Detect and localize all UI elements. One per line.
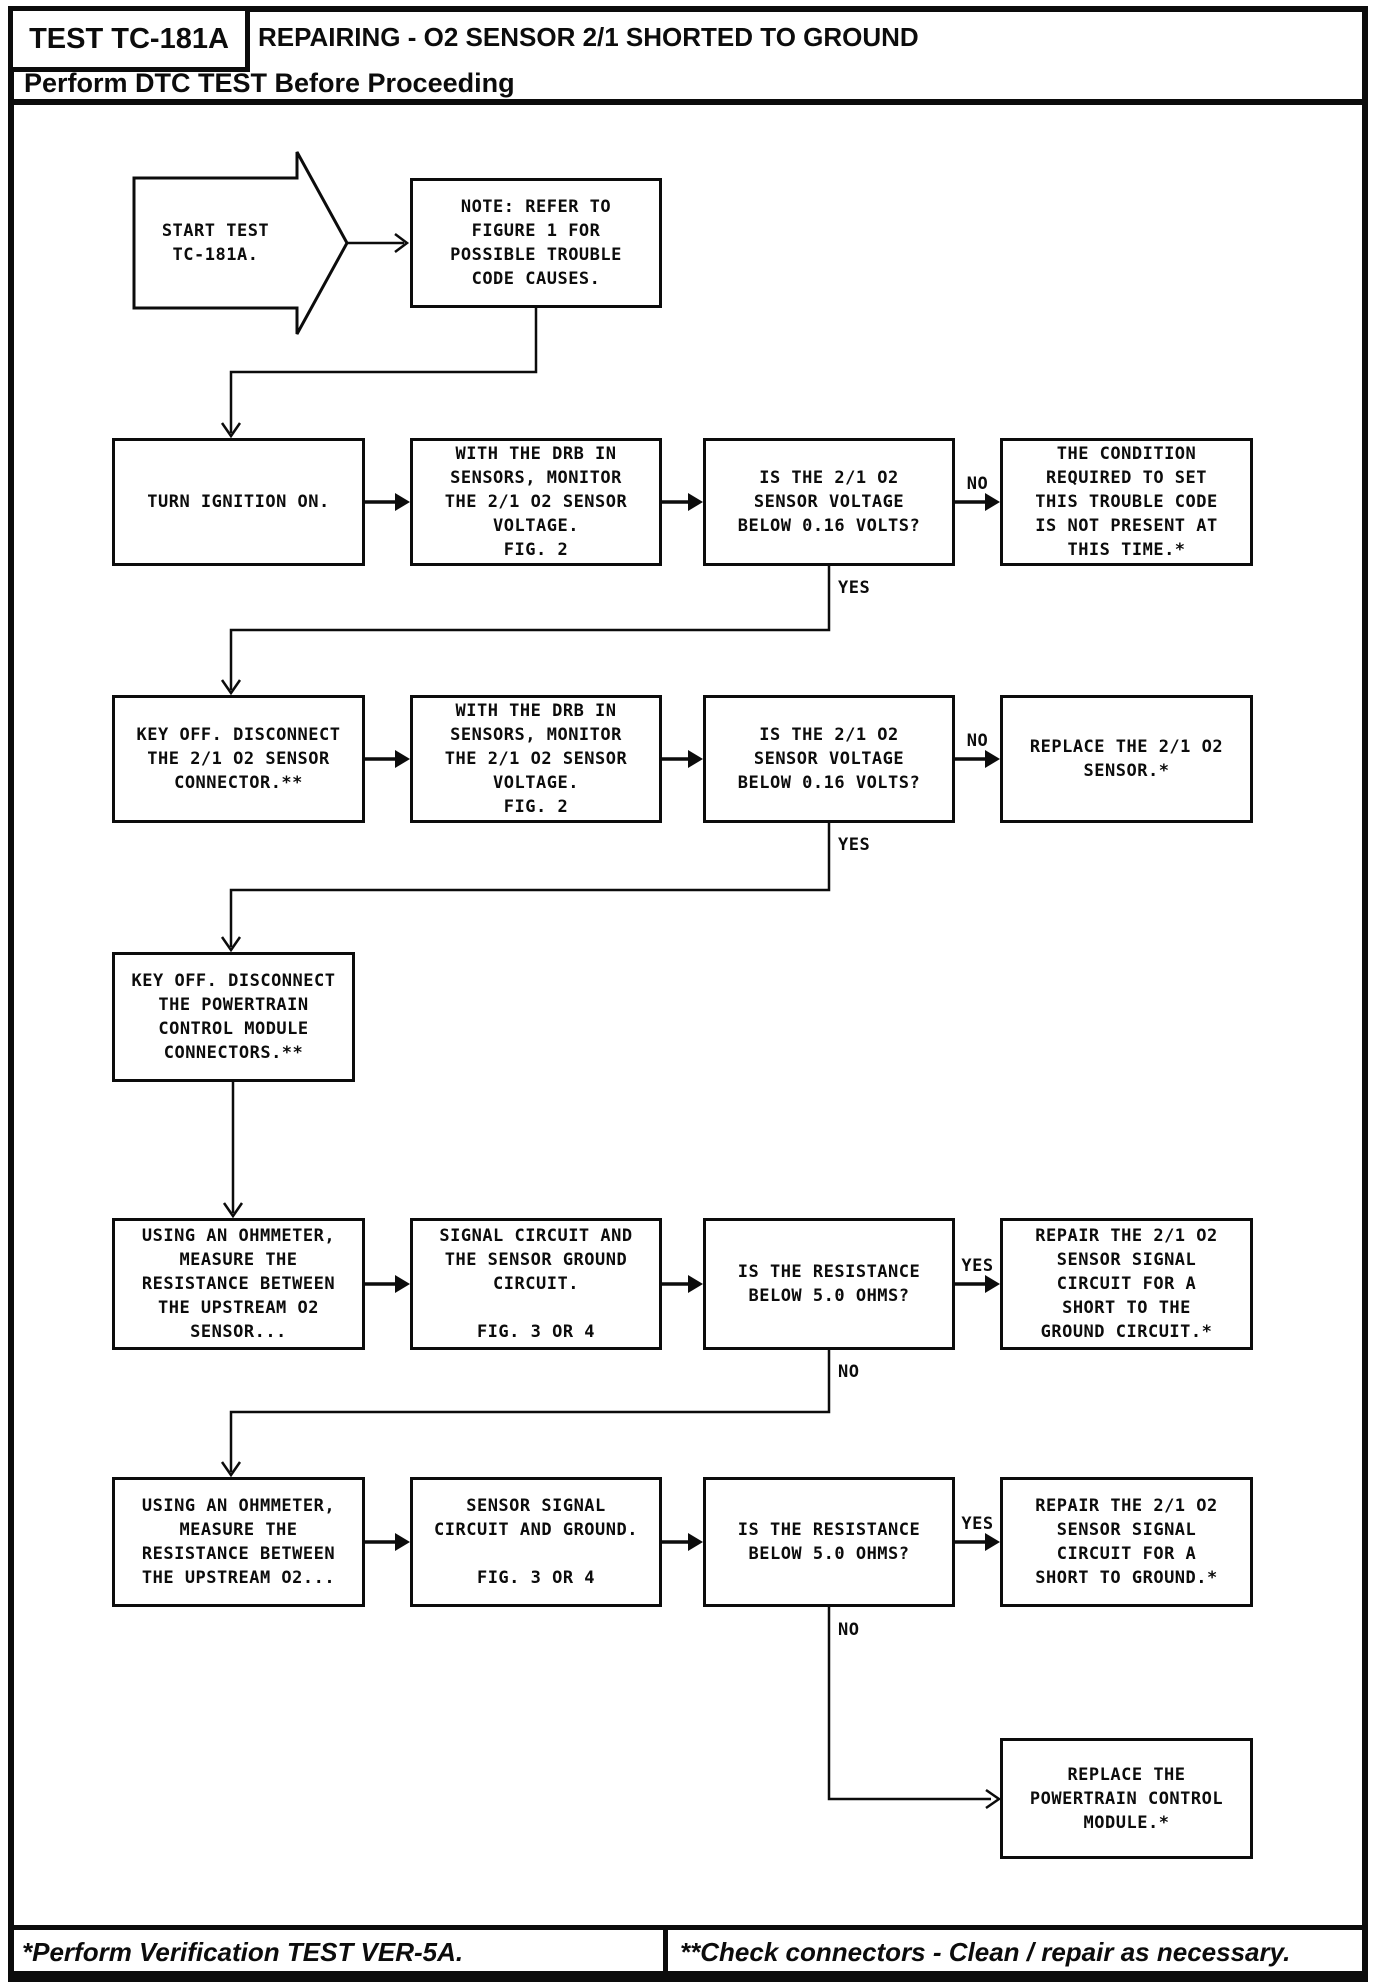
row3-no-label: NO <box>966 731 989 751</box>
voltage-decision-text-1: IS THE 2/1 O2 SENSOR VOLTAGE BELOW 0.16 … <box>737 468 921 536</box>
row3-yes-label: YES <box>838 835 871 855</box>
arrowhead-row3-yes-to-row4 <box>220 936 242 953</box>
condition-not-present-text: THE CONDITION REQUIRED TO SET THIS TROUB… <box>1035 444 1218 560</box>
arrowhead-row6-no-to-final <box>985 1788 1002 1810</box>
row2-yes-label: YES <box>838 578 871 598</box>
note-prefix: NOTE: <box>460 197 515 217</box>
disconnect-sensor-text: KEY OFF. DISCONNECT THE 2/1 O2 SENSOR CO… <box>136 725 341 793</box>
ohmmeter-box-1: USING AN OHMMETER, MEASURE THE RESISTANC… <box>112 1218 365 1350</box>
signal-circuit-ground-text: SENSOR SIGNAL CIRCUIT AND GROUND. FIG. 3… <box>434 1496 638 1588</box>
ohmmeter-text-1: USING AN OHMMETER, MEASURE THE RESISTANC… <box>141 1226 336 1342</box>
connector-row6-no-to-final <box>827 1607 991 1801</box>
monitor-voltage-text-2: WITH THE DRB IN SENSORS, MONITOR THE 2/1… <box>444 701 628 817</box>
row5-no-label: NO <box>838 1362 860 1382</box>
condition-not-present-box: THE CONDITION REQUIRED TO SET THIS TROUB… <box>1000 438 1253 566</box>
arrowhead-row5-step1-step2 <box>395 1275 410 1293</box>
resistance-decision-box-2: IS THE RESISTANCE BELOW 5.0 OHMS? <box>703 1477 955 1607</box>
footer-verification-note: *Perform Verification TEST VER-5A. <box>22 1937 464 1967</box>
arrowhead-row3-no-branch <box>985 750 1000 768</box>
arrowhead-row5-step2-decision <box>688 1275 703 1293</box>
connector-row5-no-to-row6 <box>229 1350 831 1472</box>
replace-sensor-box: REPLACE THE 2/1 O2 SENSOR.* <box>1000 695 1253 823</box>
note-box: NOTE: REFER TO FIGURE 1 FOR POSSIBLE TRO… <box>410 178 662 308</box>
replace-pcm-box: REPLACE THE POWERTRAIN CONTROL MODULE.* <box>1000 1738 1253 1859</box>
page-title: REPAIRING - O2 SENSOR 2/1 SHORTED TO GRO… <box>258 22 919 52</box>
replace-sensor-text: REPLACE THE 2/1 O2 SENSOR.* <box>1029 737 1224 781</box>
monitor-voltage-box-1: WITH THE DRB IN SENSORS, MONITOR THE 2/1… <box>410 438 662 566</box>
note-box-text: NOTE: REFER TO FIGURE 1 FOR POSSIBLE TRO… <box>450 195 622 291</box>
signal-circuit-ground-box: SENSOR SIGNAL CIRCUIT AND GROUND. FIG. 3… <box>410 1477 662 1607</box>
monitor-voltage-text-1: WITH THE DRB IN SENSORS, MONITOR THE 2/1… <box>444 444 628 560</box>
repair-short-ground-text: REPAIR THE 2/1 O2 SENSOR SIGNAL CIRCUIT … <box>1035 1496 1218 1588</box>
arrowhead-row2-yes-to-row3 <box>220 679 242 696</box>
arrowhead-row3-step2-decision <box>688 750 703 768</box>
resistance-decision-text-1: IS THE RESISTANCE BELOW 5.0 OHMS? <box>737 1262 921 1306</box>
ohmmeter-text-2: USING AN OHMMETER, MEASURE THE RESISTANC… <box>141 1496 336 1588</box>
resistance-decision-box-1: IS THE RESISTANCE BELOW 5.0 OHMS? <box>703 1218 955 1350</box>
arrowhead-row5-no-to-row6 <box>220 1461 242 1478</box>
disconnect-pcm-text: KEY OFF. DISCONNECT THE POWERTRAIN CONTR… <box>131 971 336 1063</box>
replace-pcm-text: REPLACE THE POWERTRAIN CONTROL MODULE.* <box>1029 1764 1224 1833</box>
disconnect-sensor-box: KEY OFF. DISCONNECT THE 2/1 O2 SENSOR CO… <box>112 695 365 823</box>
header-divider <box>8 99 1368 105</box>
footer-connectors-note: **Check connectors - Clean / repair as n… <box>680 1937 1291 1967</box>
arrowhead-row2-no-branch <box>985 493 1000 511</box>
start-node: START TEST TC-181A. <box>134 178 297 308</box>
repair-ground-circuit-text: REPAIR THE 2/1 O2 SENSOR SIGNAL CIRCUIT … <box>1035 1226 1218 1342</box>
connector-row3-yes-to-row4 <box>229 823 831 947</box>
arrowhead-row6-step1-step2 <box>395 1533 410 1551</box>
arrowhead-start-to-note <box>394 233 410 253</box>
connector-row2-yes-to-row3 <box>229 566 831 690</box>
voltage-decision-box-1: IS THE 2/1 O2 SENSOR VOLTAGE BELOW 0.16 … <box>703 438 955 566</box>
repair-short-ground-box: REPAIR THE 2/1 O2 SENSOR SIGNAL CIRCUIT … <box>1000 1477 1253 1607</box>
footer-column-divider <box>663 1925 668 1975</box>
arrowhead-row2-step1-step2 <box>395 493 410 511</box>
note-body: REFER TO FIGURE 1 FOR POSSIBLE TROUBLE C… <box>450 197 622 289</box>
row5-yes-label: YES <box>961 1256 994 1276</box>
page-subtitle: Perform DTC TEST Before Proceeding <box>24 68 515 98</box>
arrowhead-row4-to-row5 <box>222 1202 244 1219</box>
signal-ground-circuit-box: SIGNAL CIRCUIT AND THE SENSOR GROUND CIR… <box>410 1218 662 1350</box>
arrowhead-row3-step1-step2 <box>395 750 410 768</box>
connector-note-to-row2 <box>229 308 538 433</box>
arrowhead-row5-yes-branch <box>985 1275 1000 1293</box>
test-id-label: TEST TC-181A <box>29 22 229 55</box>
turn-ignition-text: TURN IGNITION ON. <box>147 492 330 512</box>
voltage-decision-text-2: IS THE 2/1 O2 SENSOR VOLTAGE BELOW 0.16 … <box>737 725 921 793</box>
voltage-decision-box-2: IS THE 2/1 O2 SENSOR VOLTAGE BELOW 0.16 … <box>703 695 955 823</box>
repair-ground-circuit-box: REPAIR THE 2/1 O2 SENSOR SIGNAL CIRCUIT … <box>1000 1218 1253 1350</box>
start-arrow-shape <box>132 151 349 335</box>
start-node-label: START TEST TC-181A. <box>161 221 270 265</box>
resistance-decision-text-2: IS THE RESISTANCE BELOW 5.0 OHMS? <box>737 1520 921 1564</box>
turn-ignition-box: TURN IGNITION ON. <box>112 438 365 566</box>
row2-no-label: NO <box>966 474 989 494</box>
disconnect-pcm-box: KEY OFF. DISCONNECT THE POWERTRAIN CONTR… <box>112 952 355 1082</box>
row6-yes-label: YES <box>961 1514 994 1534</box>
arrowhead-row6-yes-branch <box>985 1533 1000 1551</box>
arrowhead-row6-step2-decision <box>688 1533 703 1551</box>
row6-no-label: NO <box>838 1620 860 1640</box>
test-id-box: TEST TC-181A <box>8 6 250 72</box>
monitor-voltage-box-2: WITH THE DRB IN SENSORS, MONITOR THE 2/1… <box>410 695 662 823</box>
arrowhead-row2-step2-decision <box>688 493 703 511</box>
footer-divider-line <box>8 1925 1368 1930</box>
signal-ground-circuit-text: SIGNAL CIRCUIT AND THE SENSOR GROUND CIR… <box>439 1226 633 1342</box>
ohmmeter-box-2: USING AN OHMMETER, MEASURE THE RESISTANC… <box>112 1477 365 1607</box>
arrowhead-note-to-row2 <box>220 422 242 439</box>
